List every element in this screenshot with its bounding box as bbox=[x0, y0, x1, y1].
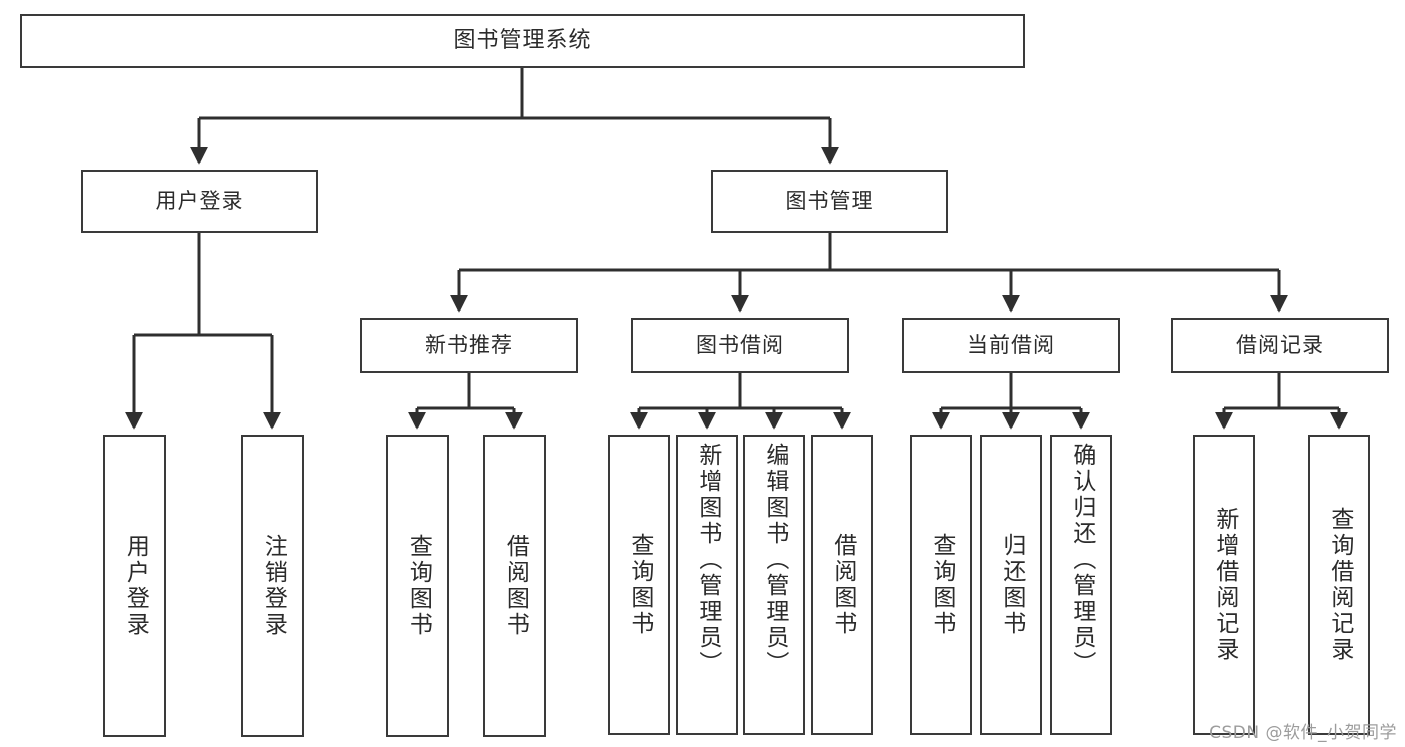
leaf-add-book-admin[interactable]: 新增图书（管理员） bbox=[676, 435, 738, 735]
node-label: 图书借阅 bbox=[696, 333, 784, 358]
leaf-query-book-recommend[interactable]: 查询图书 bbox=[386, 435, 449, 737]
leaf-query-book-borrow[interactable]: 查询图书 bbox=[608, 435, 670, 735]
node-label: 编辑图书（管理员） bbox=[761, 443, 788, 677]
node-label: 用户登录 bbox=[122, 534, 149, 638]
node-label: 查询图书 bbox=[405, 534, 432, 638]
node-label: 借阅图书 bbox=[502, 534, 529, 638]
node-label: 用户登录 bbox=[155, 189, 244, 214]
node-label: 图书管理 bbox=[785, 189, 874, 214]
node-borrow-record[interactable]: 借阅记录 bbox=[1171, 318, 1389, 373]
node-label: 新增借阅记录 bbox=[1211, 507, 1238, 663]
leaf-edit-book-admin[interactable]: 编辑图书（管理员） bbox=[743, 435, 805, 735]
node-label: 查询图书 bbox=[626, 533, 653, 637]
node-book-borrow[interactable]: 图书借阅 bbox=[631, 318, 849, 373]
node-label: 图书管理系统 bbox=[453, 28, 592, 54]
node-label: 新增图书（管理员） bbox=[694, 443, 721, 677]
leaf-borrow-book-recommend[interactable]: 借阅图书 bbox=[483, 435, 546, 737]
node-label: 注销登录 bbox=[260, 534, 287, 638]
leaf-logout[interactable]: 注销登录 bbox=[241, 435, 304, 737]
node-label: 归还图书 bbox=[998, 533, 1025, 637]
node-label: 查询图书 bbox=[928, 533, 955, 637]
csdn-watermark: CSDN @软件_小贺同学 bbox=[1209, 723, 1397, 743]
node-book-management[interactable]: 图书管理 bbox=[711, 170, 948, 233]
leaf-return-book[interactable]: 归还图书 bbox=[980, 435, 1042, 735]
node-current-borrow[interactable]: 当前借阅 bbox=[902, 318, 1120, 373]
node-user-login[interactable]: 用户登录 bbox=[81, 170, 318, 233]
leaf-user-login[interactable]: 用户登录 bbox=[103, 435, 166, 737]
node-root-system[interactable]: 图书管理系统 bbox=[20, 14, 1025, 68]
node-label: 借阅图书 bbox=[829, 533, 856, 637]
node-label: 借阅记录 bbox=[1236, 333, 1324, 358]
node-label: 确认归还（管理员） bbox=[1068, 443, 1095, 677]
node-label: 当前借阅 bbox=[967, 333, 1055, 358]
node-label: 新书推荐 bbox=[425, 333, 513, 358]
node-label: 查询借阅记录 bbox=[1326, 507, 1353, 663]
leaf-borrow-book[interactable]: 借阅图书 bbox=[811, 435, 873, 735]
leaf-add-borrow-record[interactable]: 新增借阅记录 bbox=[1193, 435, 1255, 735]
leaf-confirm-return-admin[interactable]: 确认归还（管理员） bbox=[1050, 435, 1112, 735]
node-new-book-recommend[interactable]: 新书推荐 bbox=[360, 318, 578, 373]
leaf-query-borrow-record[interactable]: 查询借阅记录 bbox=[1308, 435, 1370, 735]
leaf-query-book-current[interactable]: 查询图书 bbox=[910, 435, 972, 735]
